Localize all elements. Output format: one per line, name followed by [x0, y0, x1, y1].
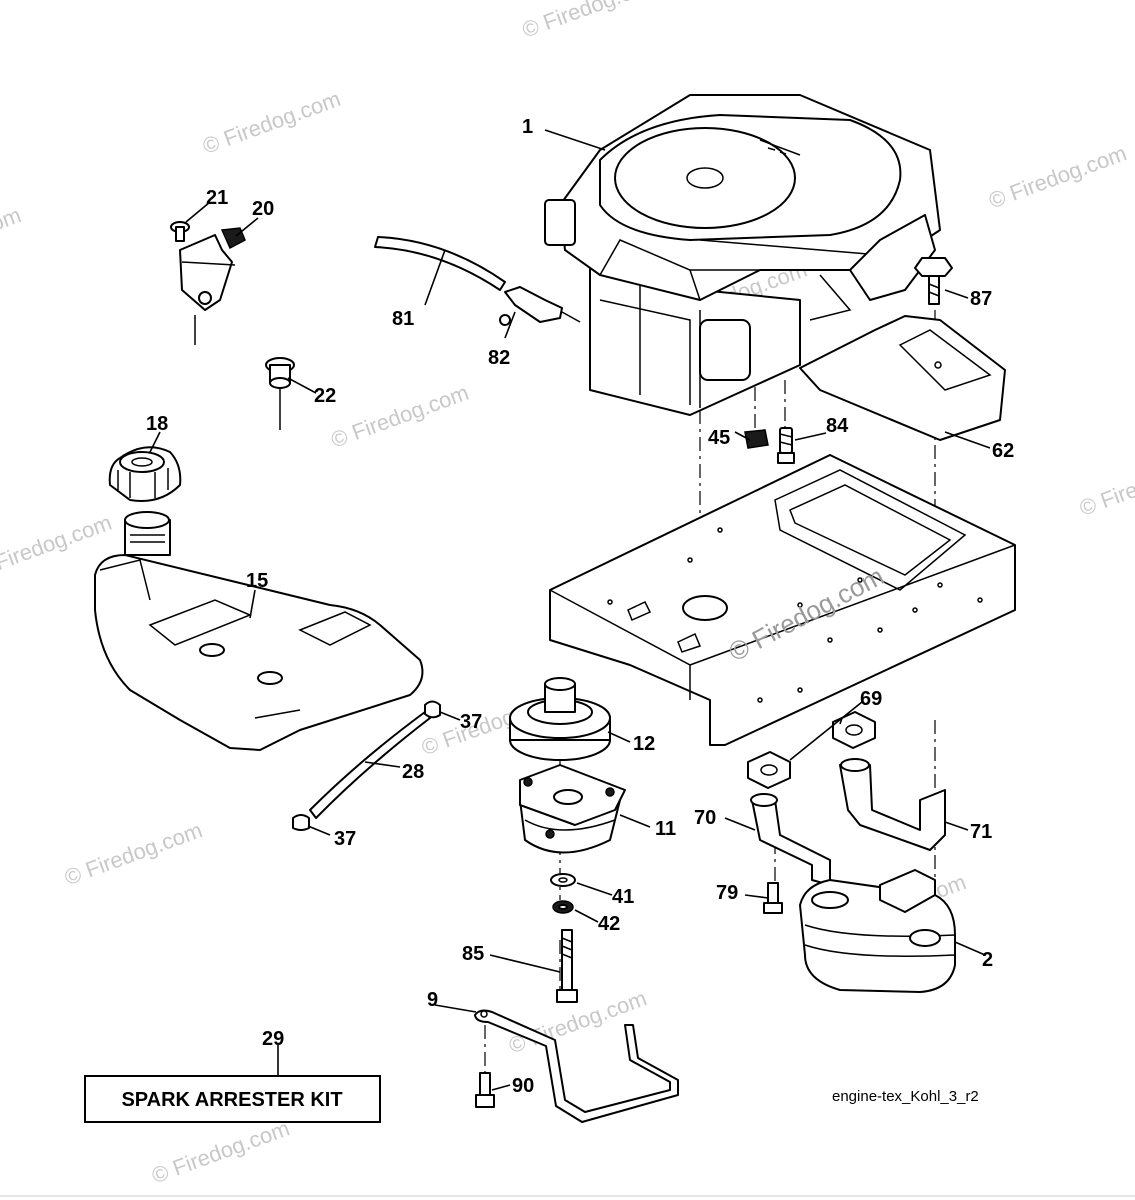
callout-90: 90: [512, 1075, 534, 1097]
callout-81: 81: [392, 308, 414, 330]
chassis-frame-part: [549, 454, 1016, 746]
callout-28: 28: [402, 761, 424, 783]
choke-knob-part: [265, 357, 295, 430]
heat-shield-part: [799, 315, 1006, 441]
callout-20: 20: [252, 198, 274, 220]
washer-42-part: [552, 900, 574, 914]
callout-37-upper: 37: [460, 711, 482, 733]
fuel-line-part: [309, 711, 431, 819]
fuel-hose-part: [374, 236, 506, 291]
callout-69: 69: [860, 688, 882, 710]
bolt-85-part: [556, 929, 578, 1003]
washer-41-part: [550, 873, 576, 887]
callout-labels: 1 2 9 11 12 15 18 20 21 22 28 29 37 37 4…: [146, 116, 1014, 1097]
callout-21: 21: [206, 187, 228, 209]
callout-87: 87: [970, 288, 992, 310]
throttle-control-part: [179, 227, 246, 345]
watermark: © Firedog.com: [1076, 448, 1135, 521]
frame-holes: [607, 527, 983, 703]
callout-29: 29: [262, 1028, 284, 1050]
callout-11: 11: [655, 818, 676, 840]
callout-37-lower: 37: [334, 828, 356, 850]
diagram-reference-code: engine-tex_Kohl_3_r2: [832, 1088, 979, 1105]
callout-85: 85: [462, 943, 484, 965]
watermark: © Firedog.com: [0, 202, 24, 275]
callout-22: 22: [314, 385, 336, 407]
callout-15: 15: [246, 570, 268, 592]
callout-1: 1: [522, 116, 533, 138]
engine-part: [544, 94, 941, 416]
bolt-84-part: [777, 427, 795, 464]
hose-clamp-37-upper-part: [424, 700, 441, 719]
screw-21-part: [170, 221, 190, 242]
callout-84: 84: [826, 415, 849, 437]
watermark: © Firedog.com: [199, 86, 343, 159]
bolt-79-part: [763, 882, 783, 914]
fuel-cap-part: [108, 446, 182, 502]
callout-42: 42: [598, 913, 620, 935]
callout-45: 45: [708, 427, 730, 449]
clutch-part: [519, 764, 626, 854]
callout-62: 62: [992, 440, 1014, 462]
callout-79: 79: [716, 882, 738, 904]
callout-41: 41: [612, 886, 634, 908]
callout-71: 71: [970, 821, 992, 843]
exhaust-pipe-70-part: [750, 793, 831, 886]
bracket-rod-part: [474, 1009, 679, 1123]
nut-45-part: [744, 429, 769, 449]
watermark: © Firedog.com: [61, 817, 205, 890]
hose-clamp-37-lower-part: [292, 814, 310, 831]
callout-12: 12: [633, 733, 655, 755]
callout-18: 18: [146, 413, 168, 435]
leader-lines: [149, 129, 991, 1091]
callout-2: 2: [982, 949, 993, 971]
fuel-filter-part: [499, 286, 581, 326]
watermark: © Firedog.com: [519, 0, 663, 43]
fuel-tank-part: [94, 511, 424, 751]
gasket-69-part: [747, 711, 876, 789]
exhaust-pipe-71-part: [839, 758, 946, 851]
muffler-part: [799, 869, 956, 993]
callout-82: 82: [488, 347, 510, 369]
watermark: © Firedog.com: [328, 380, 472, 453]
pulley-part: [509, 677, 611, 761]
spark-arrester-kit-box: SPARK ARRESTER KIT: [84, 1075, 381, 1123]
callout-9: 9: [427, 989, 438, 1011]
callout-70: 70: [694, 807, 716, 829]
screw-87-part: [914, 257, 953, 305]
spark-arrester-kit-label: SPARK ARRESTER KIT: [121, 1089, 342, 1111]
watermark: © Firedog.com: [985, 140, 1129, 213]
watermark: © Firedog.com: [148, 1115, 292, 1188]
bolt-90-part: [475, 1072, 495, 1108]
